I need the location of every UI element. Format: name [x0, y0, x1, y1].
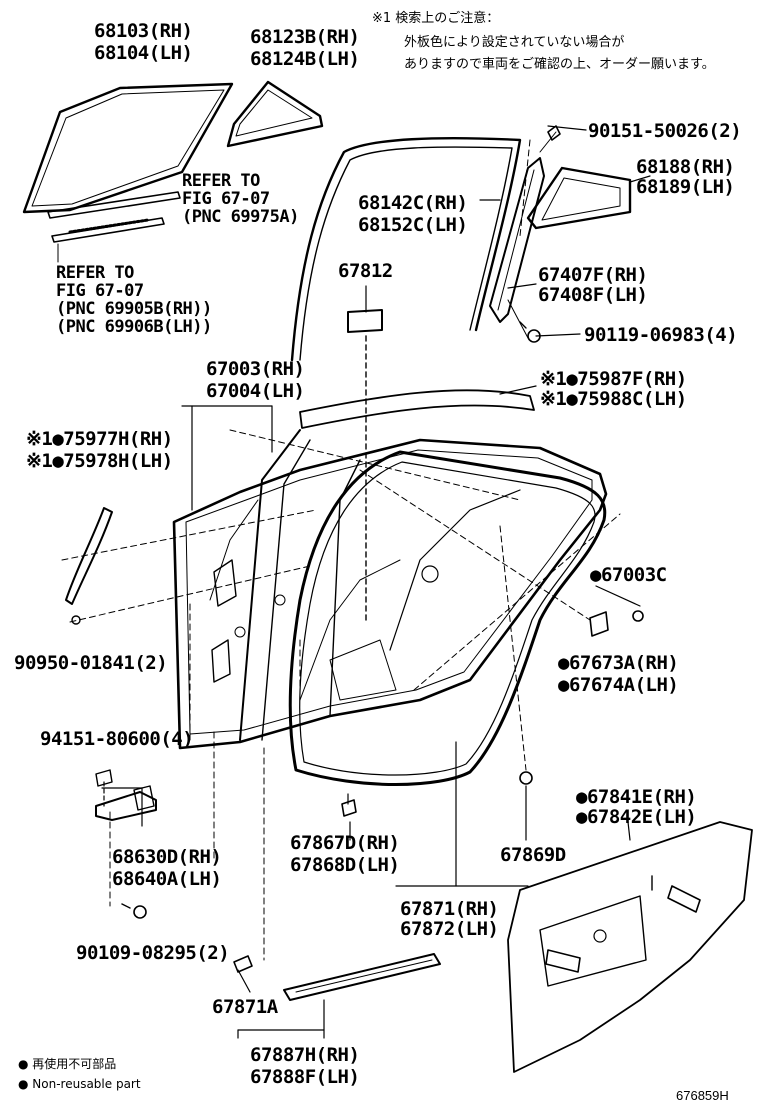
part-label-67841e[interactable]: ●67841E(RH): [576, 786, 697, 808]
legend-non-reusable-jp: ● 再使用不可部品: [18, 1057, 117, 1071]
part-label-67004[interactable]: 67004(LH): [206, 380, 305, 402]
clip-67003c-drawing: [632, 610, 644, 622]
part-label-67888f[interactable]: 67888F(LH): [250, 1066, 360, 1088]
part-label-75978h[interactable]: ※1●75978H(LH): [26, 450, 173, 472]
part-label-68124b[interactable]: 68124B(LH): [250, 48, 360, 70]
refer-note-fig-67-07-a[interactable]: REFER TO FIG 67-07 (PNC 69975A): [182, 171, 299, 227]
legend-non-reusable-en: ● Non-reusable part: [18, 1077, 141, 1091]
refer-note-fig-67-07-b[interactable]: REFER TO FIG 67-07 (PNC 69905B(RH)) (PNC…: [56, 263, 212, 337]
seal-67673a-drawing: [589, 611, 609, 637]
bolt-90109-drawing: [121, 903, 147, 919]
leader-lines: [101, 125, 651, 1039]
part-label-67812[interactable]: 67812: [338, 260, 393, 282]
part-label-67673a[interactable]: ●67673A(RH): [558, 652, 679, 674]
scuff-plate-drawing: [283, 953, 441, 1001]
part-label-90109-08295[interactable]: 90109-08295(2): [76, 942, 230, 964]
quarter-window-drawing: [526, 166, 632, 230]
clip-67871a-drawing: [233, 955, 253, 973]
glass-run-drawing: [290, 136, 522, 362]
part-label-68640a[interactable]: 68640A(LH): [112, 868, 222, 890]
part-label-67674a[interactable]: ●67674A(LH): [558, 674, 679, 696]
part-label-67871a[interactable]: 67871A: [212, 996, 278, 1018]
part-label-68103[interactable]: 68103(RH): [94, 20, 193, 42]
part-label-75988c[interactable]: ※1●75988C(LH): [540, 388, 687, 410]
door-panel-drawing: [172, 429, 608, 750]
search-note-line-2: 外板色により設定されていない場合が: [404, 35, 625, 50]
part-label-90151-50026[interactable]: 90151-50026(2): [588, 120, 742, 142]
part-label-68142c[interactable]: 68142C(RH): [358, 192, 468, 214]
belt-moldings-drawing: [47, 191, 181, 263]
part-label-68152c[interactable]: 68152C(LH): [358, 214, 468, 236]
door-glass-drawing: [22, 82, 234, 214]
figure-id: 676859H: [676, 1088, 729, 1103]
part-label-67871[interactable]: 67871(RH): [400, 898, 499, 920]
screw-90151-drawing: [547, 125, 561, 141]
part-label-67868d[interactable]: 67868D(LH): [290, 854, 400, 876]
rear-frame-drawing: [489, 131, 557, 339]
part-label-75987f[interactable]: ※1●75987F(RH): [540, 368, 687, 390]
part-label-68123b[interactable]: 68123B(RH): [250, 26, 360, 48]
service-hole-cover-drawing: [507, 821, 753, 1073]
part-label-67869d[interactable]: 67869D: [500, 844, 566, 866]
part-label-67408f[interactable]: 67408F(LH): [538, 284, 648, 306]
door-weatherstrip-drawing: [288, 450, 607, 786]
part-label-68189[interactable]: 68189(LH): [636, 176, 735, 198]
bolt-90119-drawing: [519, 321, 541, 343]
weatherstrip-clips-drawing: [341, 771, 533, 817]
part-label-67872[interactable]: 67872(LH): [400, 918, 499, 940]
quarter-glass-drawing: [226, 80, 324, 148]
cushion-67812-drawing: [347, 309, 383, 621]
part-label-67842e[interactable]: ●67842E(LH): [576, 806, 697, 828]
front-molding-drawing: [65, 507, 113, 625]
search-note-line-3: ありますので車両をご確認の上、オーダー願います。: [404, 57, 715, 72]
part-label-75977h[interactable]: ※1●75977H(RH): [26, 428, 173, 450]
part-label-68188[interactable]: 68188(RH): [636, 156, 735, 178]
part-label-90119-06983[interactable]: 90119-06983(4): [584, 324, 738, 346]
part-label-67887h[interactable]: 67887H(RH): [250, 1044, 360, 1066]
part-label-67867d[interactable]: 67867D(RH): [290, 832, 400, 854]
part-label-67407f[interactable]: 67407F(RH): [538, 264, 648, 286]
door-check-drawing: [95, 769, 157, 821]
outer-belt-molding-drawing: [299, 389, 535, 429]
part-label-67003[interactable]: 67003(RH): [206, 358, 305, 380]
part-label-67003c[interactable]: ●67003C: [590, 564, 667, 586]
search-note-title: ※1 検索上のご注意：: [372, 11, 500, 26]
part-label-90950-01841[interactable]: 90950-01841(2): [14, 652, 168, 674]
dashed-reference-lines: [61, 139, 621, 961]
part-label-68630d[interactable]: 68630D(RH): [112, 846, 222, 868]
part-label-94151-80600[interactable]: 94151-80600(4): [40, 728, 194, 750]
part-label-68104[interactable]: 68104(LH): [94, 42, 193, 64]
